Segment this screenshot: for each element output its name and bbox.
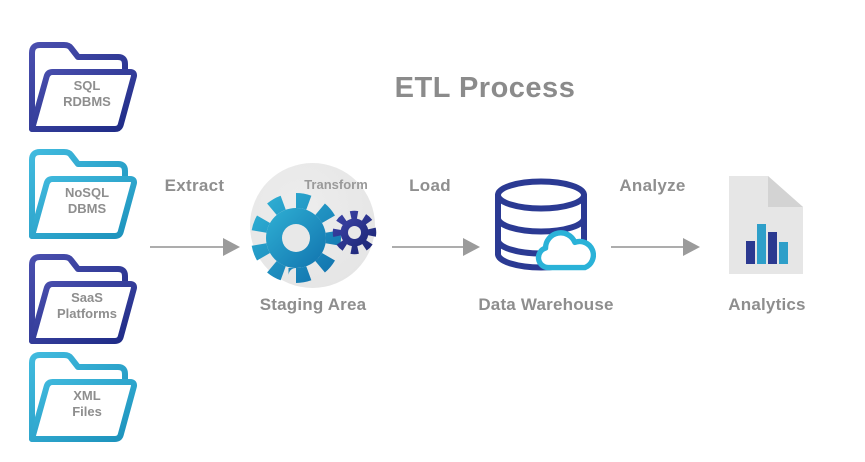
staging-area-label: Staging Area xyxy=(259,295,367,314)
arrow-icon xyxy=(150,246,223,248)
arrow-icon xyxy=(392,246,463,248)
source-folder-nosql-dbms: NoSQL DBMS xyxy=(26,148,138,240)
cloud-icon xyxy=(535,230,596,271)
arrow-head-icon xyxy=(223,238,240,256)
source-folder-sql-rdbms: SQL RDBMS xyxy=(26,41,138,133)
load-label: Load xyxy=(409,176,451,195)
data-warehouse-label: Data Warehouse xyxy=(478,295,614,314)
analyze-label: Analyze xyxy=(619,176,686,195)
folder-icon xyxy=(29,42,138,132)
extract-label: Extract xyxy=(164,176,225,195)
extract-arrow xyxy=(150,237,240,257)
arrow-icon xyxy=(611,246,683,248)
folder-icon xyxy=(29,254,138,344)
bar-chart-icon xyxy=(746,224,788,264)
folder-label: XML Files xyxy=(72,388,102,419)
analytics-document-icon xyxy=(729,176,803,274)
load-arrow xyxy=(392,237,480,257)
source-folder-xml-files: XML Files xyxy=(26,351,138,443)
folder-icon xyxy=(29,149,138,239)
folder-label: SaaS Platforms xyxy=(57,290,117,321)
source-folder-saas-platforms: SaaS Platforms xyxy=(26,253,138,345)
folder-label: NoSQL DBMS xyxy=(64,185,110,216)
arrow-head-icon xyxy=(463,238,480,256)
diagram-title: ETL Process xyxy=(394,72,576,104)
arrow-head-icon xyxy=(683,238,700,256)
folder-label: SQL RDBMS xyxy=(63,78,111,109)
analyze-arrow xyxy=(611,237,700,257)
transform-label: Transform xyxy=(304,177,368,192)
database-icon xyxy=(495,178,596,271)
folder-icon xyxy=(29,352,138,442)
gear-large-icon xyxy=(251,193,341,283)
analytics-label: Analytics xyxy=(728,295,806,314)
folded-corner-icon xyxy=(768,176,803,207)
gear-small-icon xyxy=(332,210,377,255)
